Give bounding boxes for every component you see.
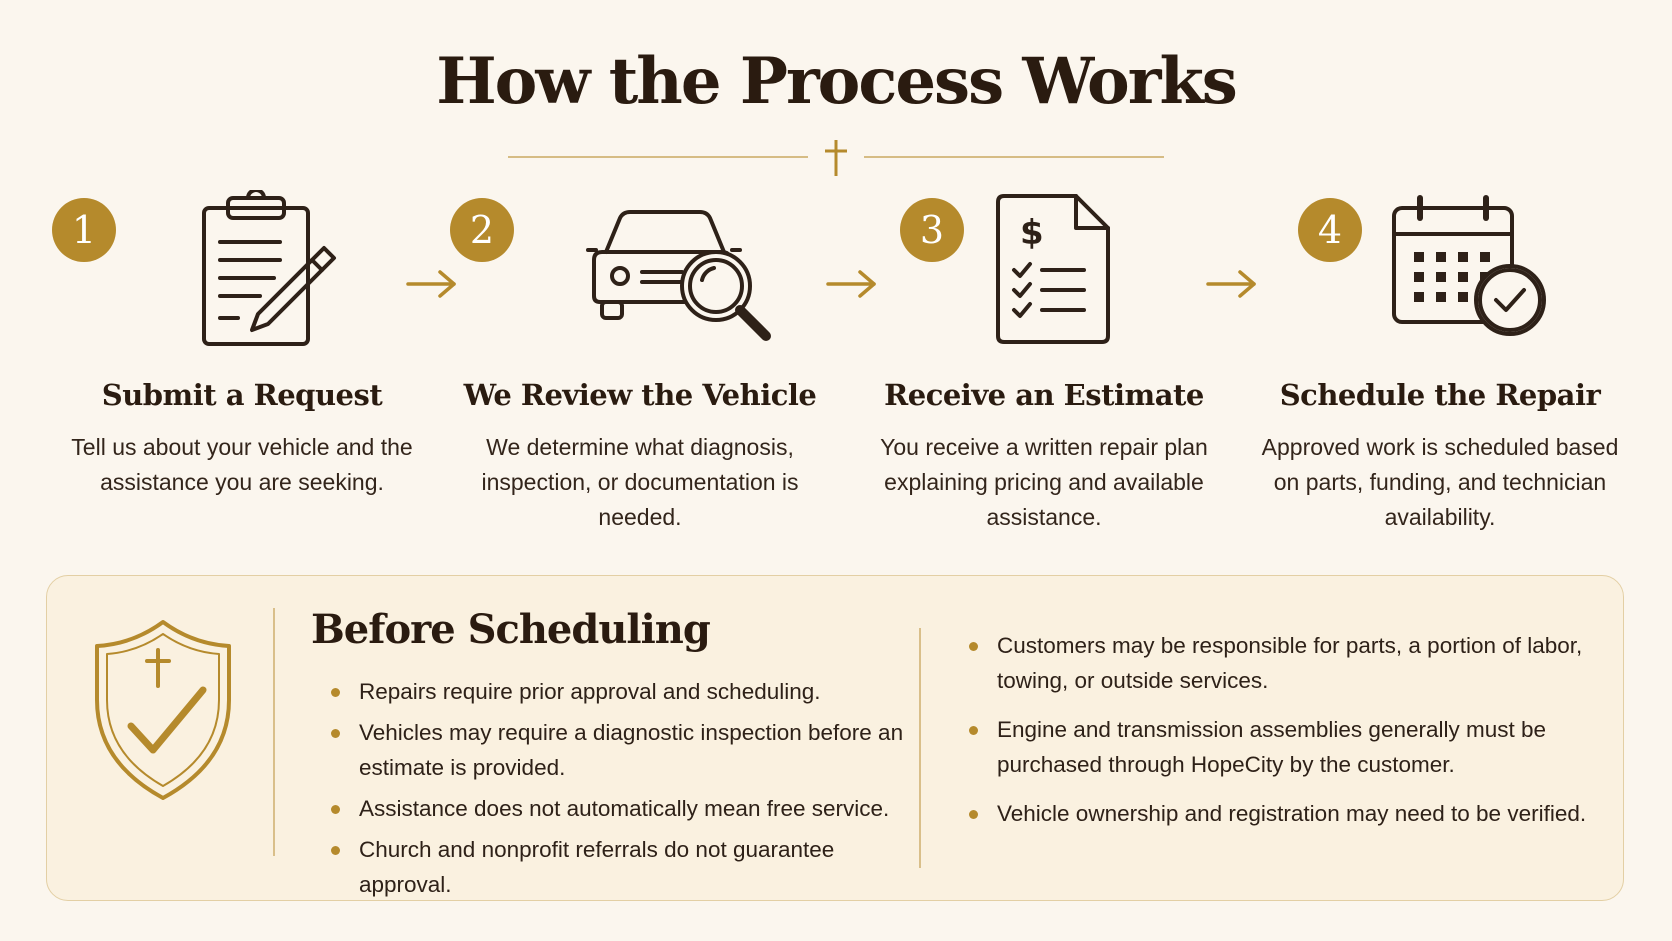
arrow-right-icon — [1206, 270, 1256, 298]
panel-divider-center — [919, 628, 921, 868]
arrow-right-icon — [826, 270, 876, 298]
before-scheduling-panel: Before Scheduling Repairs require prior … — [46, 575, 1624, 901]
step-description: You receive a written repair plan explai… — [880, 434, 1208, 530]
car-magnifier-icon — [586, 210, 771, 341]
calendar-check-icon — [1392, 195, 1546, 336]
list-item: Repairs require prior approval and sched… — [329, 674, 929, 709]
step-title: Schedule the Repair — [1279, 378, 1601, 412]
page-title: How the Process Works — [436, 44, 1238, 119]
list-item: Assistance does not automatically mean f… — [329, 791, 929, 826]
left-bullet-list: Repairs require prior approval and sched… — [329, 674, 929, 908]
list-item: Customers may be responsible for parts, … — [967, 628, 1607, 698]
step-number-badge: 1 — [52, 198, 116, 262]
list-item: Vehicle ownership and registration may n… — [967, 796, 1607, 831]
clipboard-pencil-icon — [202, 190, 336, 346]
step-title: Receive an Estimate — [884, 378, 1204, 412]
step-number-badge: 4 — [1298, 198, 1362, 262]
list-item: Church and nonprofit referrals do not gu… — [329, 832, 929, 902]
step-number-badge: 2 — [450, 198, 514, 262]
step-description: Tell us about your vehicle and the assis… — [71, 434, 413, 495]
step-description: We determine what diagnosis, inspection,… — [481, 434, 799, 530]
arrow-right-icon — [406, 270, 456, 298]
list-item: Vehicles may require a diagnostic inspec… — [329, 715, 929, 785]
cross-divider-icon — [508, 140, 1164, 176]
before-scheduling-title: Before Scheduling — [311, 606, 711, 653]
shield-cross-check-icon — [95, 620, 231, 800]
list-item: Engine and transmission assemblies gener… — [967, 712, 1607, 782]
step-number-badge: 3 — [900, 198, 964, 262]
step-description: Approved work is scheduled based on part… — [1261, 434, 1619, 530]
svg-text:$: $ — [1020, 213, 1044, 253]
step-title: Submit a Request — [101, 378, 383, 412]
panel-divider-left — [273, 608, 275, 856]
right-bullet-list: Customers may be responsible for parts, … — [967, 628, 1607, 845]
step-title: We Review the Vehicle — [463, 378, 817, 412]
estimate-document-icon: $ — [996, 194, 1110, 344]
